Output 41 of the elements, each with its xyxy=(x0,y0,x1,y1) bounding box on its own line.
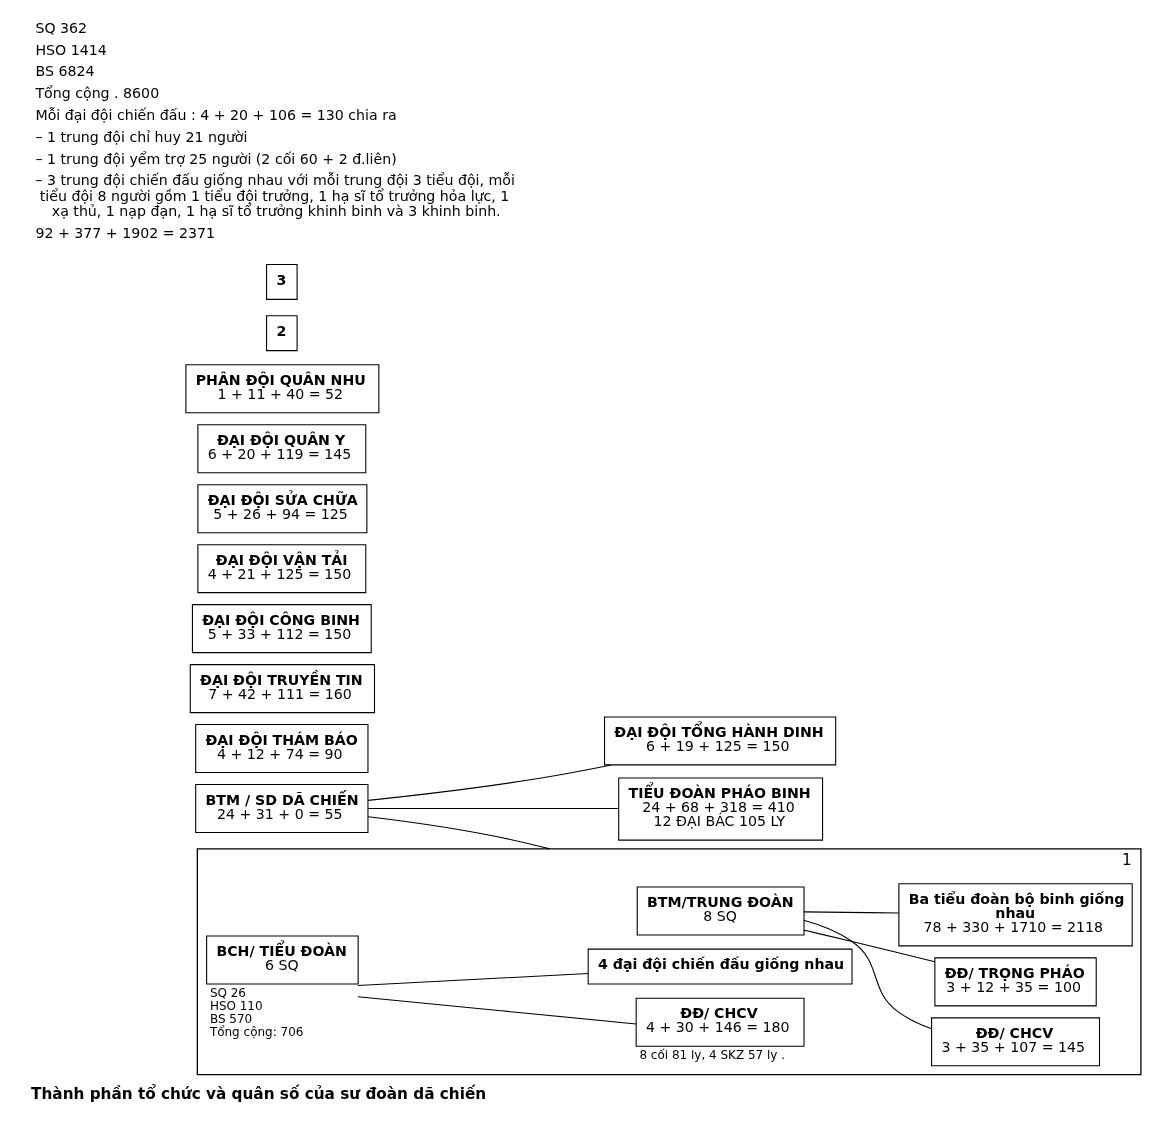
node-box: ĐĐ/ TRỌNG PHÁO 3 + 12 + 35 = 100 xyxy=(934,957,1097,1007)
label: BS 6824 xyxy=(35,63,95,80)
label: – 1 trung đội chỉ huy 21 người xyxy=(35,128,248,145)
connector xyxy=(357,996,637,1025)
node-box: ĐẠI ĐỘI CÔNG BINH 5 + 33 + 112 = 150 xyxy=(191,604,372,654)
node-box: Ba tiểu đoàn bộ binh giống nhau 78 + 330 + 1710 = 2118 xyxy=(898,883,1133,947)
node-box: ĐẠI ĐỘI TỔNG HÀNH DINH 6 + 19 + 125 = 150 xyxy=(604,716,837,766)
connector xyxy=(367,816,551,850)
node-box: ĐẠI ĐỘI QUÂN Y 6 + 20 + 119 = 145 xyxy=(197,424,367,474)
label: SQ 362 xyxy=(35,19,88,36)
node-label: HSO 110 xyxy=(209,998,263,1013)
node-box: ĐẠI ĐỘI TRUYỀN TIN 7 + 42 + 111 = 160 xyxy=(189,664,376,714)
node-box: ĐĐ/ CHCV 4 + 30 + 146 = 180 xyxy=(635,997,805,1047)
connector xyxy=(367,764,612,801)
connector xyxy=(803,911,900,914)
node-box: BTM / SD DÃ CHIẾN 24 + 31 + 0 = 55 xyxy=(195,784,369,834)
node-box: ĐĐ/ CHCV 3 + 35 + 107 = 145 xyxy=(931,1017,1101,1067)
label: Tổng cộng . 8600 xyxy=(35,85,160,102)
node-box: BCH/ TIỂU ĐOÀN 6 SQ xyxy=(206,935,359,985)
node-box: PHÂN ĐỘI QUÂN NHU 1 + 11 + 40 = 52 xyxy=(185,364,380,414)
node-box: 4 đại đội chiến đấu giống nhau xyxy=(587,948,853,985)
node-box: BTM/TRUNG ĐOÀN 8 SQ xyxy=(636,886,805,936)
node-box: ĐẠI ĐỘI SỬA CHỮA 5 + 26 + 94 = 125 xyxy=(197,484,368,534)
label: – 1 trung đội yểm trợ 25 người (2 cối 60 + 2 đ.liên) xyxy=(35,150,397,167)
node-box: 3 xyxy=(266,263,298,300)
node-label: Tổng cộng: 706 xyxy=(209,1025,304,1040)
label: Mỗi đại đội chiến đấu : 4 + 20 + 106 = 130 chia ra xyxy=(35,106,397,123)
node-box: ĐẠI ĐỘI VẬN TẢI 4 + 21 + 125 = 150 xyxy=(197,544,367,594)
connector xyxy=(803,919,933,1030)
node-label: SQ 26 xyxy=(209,985,246,1000)
node-label: 8 cối 81 ly, 4 SKZ 57 ly . xyxy=(639,1048,786,1063)
connector xyxy=(357,972,589,987)
label: 92 + 377 + 1902 = 2371 xyxy=(35,224,216,241)
connector xyxy=(367,807,619,810)
label: – 3 trung đội chiến đấu giống nhau với mỗi trung đội 3 tiểu đội, mỗi tiểu đội 8 người gồm 1 tiểu đội trưởng, 1 hạ sĩ tổ trưởng hỏa lực, 1 xạ thủ, 1 nạp đạn, 1 hạ sĩ tổ trưởng khinh binh và 3 khinh binh. xyxy=(35,172,515,219)
label: HSO 1414 xyxy=(35,41,107,58)
node-box: ĐẠI ĐỘI THÁM BÁO 4 + 12 + 74 = 90 xyxy=(195,724,369,774)
node-box: TIỂU ĐOÀN PHÁO BINH 24 + 68 + 318 = 410 12 ĐẠI BÁC 105 LY xyxy=(618,777,824,841)
caption: Thành phần tổ chức và quân số của sư đoàn dã chiến xyxy=(31,1084,487,1103)
connector xyxy=(803,929,936,963)
node-box: 2 xyxy=(266,315,298,352)
